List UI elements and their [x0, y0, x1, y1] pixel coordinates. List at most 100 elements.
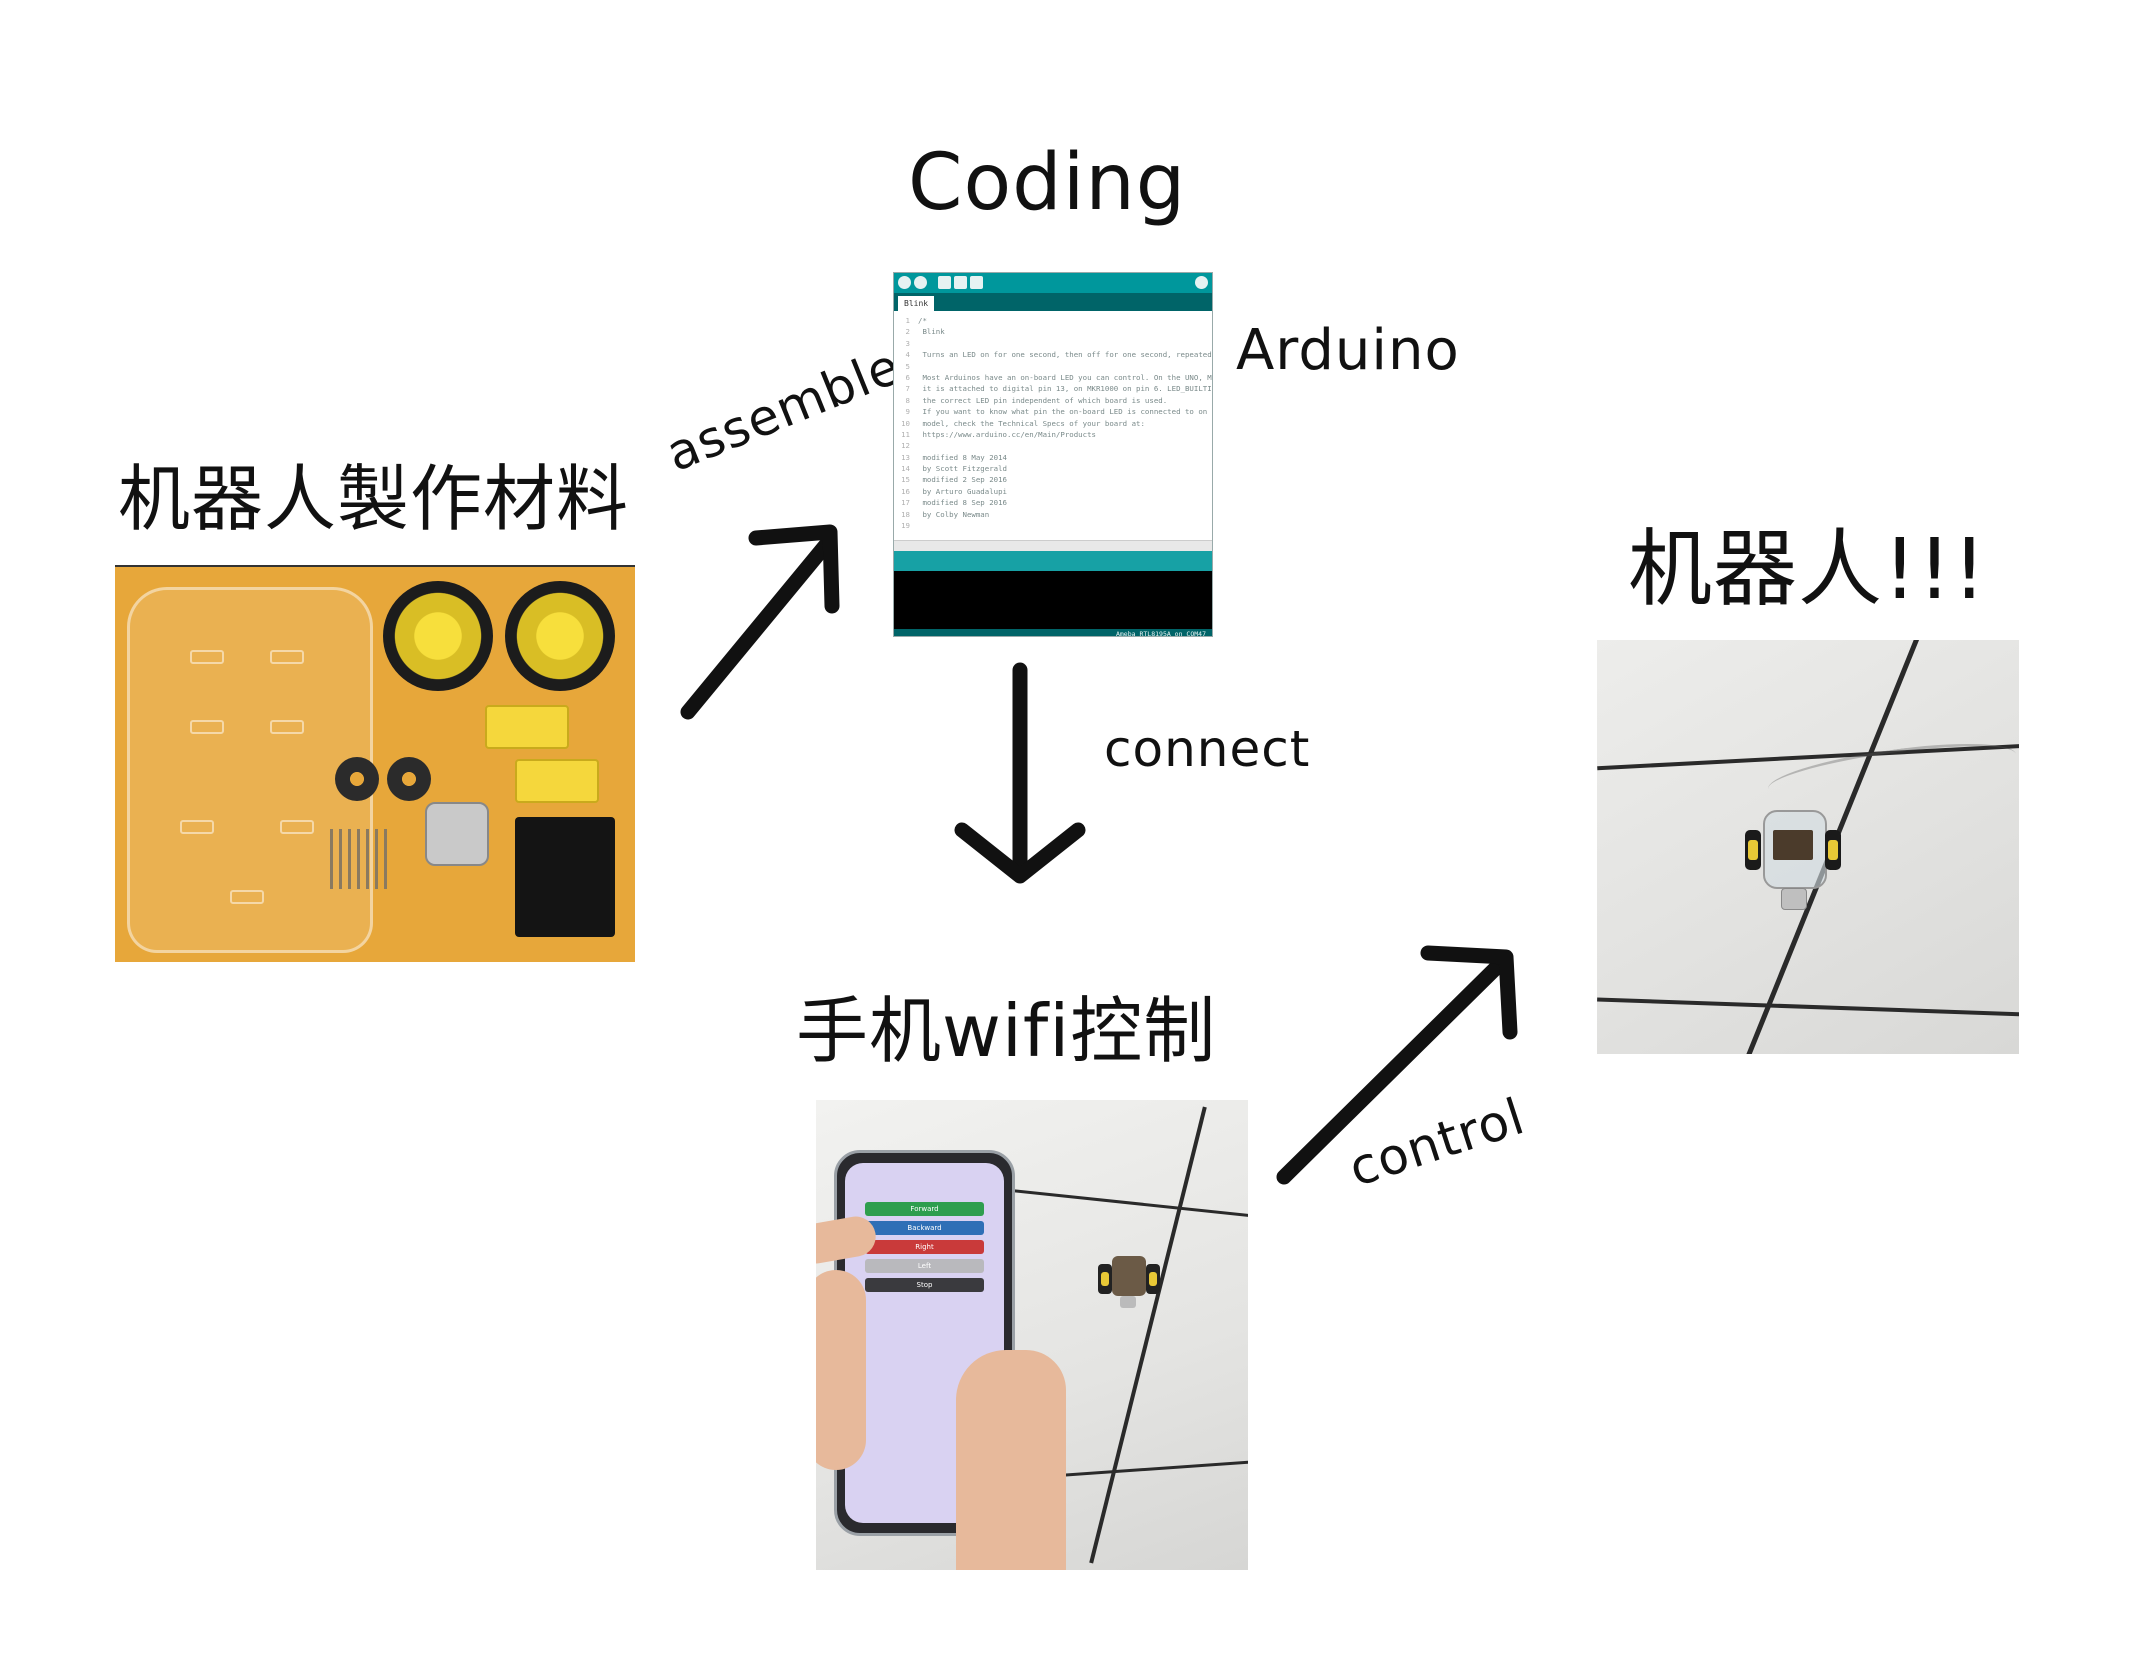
code-text: the correct LED pin independent of which…: [918, 395, 1168, 405]
code-line: 3: [894, 338, 1212, 349]
code-line: 7 it is attached to digital pin 13, on M…: [894, 383, 1212, 394]
control-button-left[interactable]: Left: [865, 1259, 984, 1273]
line-number: 17: [901, 498, 910, 508]
connect-arrow: [954, 662, 1086, 884]
save-icon[interactable]: [970, 276, 983, 289]
code-text: Blink: [918, 327, 945, 337]
code-text: model, check the Technical Specs of your…: [918, 418, 1145, 428]
coding-label: Coding: [908, 138, 1187, 228]
phone-app-bar: [845, 1183, 1004, 1197]
phone-control-label: 手机wifi控制: [796, 989, 1217, 1073]
code-text: modified 8 May 2014: [918, 452, 1007, 462]
code-text: it is attached to digital pin 13, on MKR…: [922, 384, 1212, 394]
line-number: 2: [905, 327, 910, 337]
connect-label: connect: [1104, 720, 1311, 778]
code-line: 18 by Colby Newman: [894, 509, 1212, 520]
line-number: 19: [901, 521, 910, 531]
code-line: 15 modified 2 Sep 2016: [894, 474, 1212, 485]
code-line: 5: [894, 361, 1212, 372]
right-hand: [956, 1350, 1066, 1570]
control-arrow: [1276, 945, 1518, 1185]
arduino-label: Arduino: [1236, 318, 1460, 383]
code-line: 9 If you want to know what pin the on-bo…: [894, 406, 1212, 417]
line-number: 6: [905, 372, 910, 382]
code-line: 11 https://www.arduino.cc/en/Main/Produc…: [894, 429, 1212, 440]
line-number: 4: [905, 350, 910, 360]
code-line: 14 by Scott Fitzgerald: [894, 463, 1212, 474]
robot-caster: [1781, 888, 1807, 910]
acrylic-chassis-plate: [127, 587, 373, 953]
line-number: 10: [901, 418, 910, 428]
line-number: 14: [901, 464, 910, 474]
code-text: Turns an LED on for one second, then off…: [918, 350, 1212, 360]
line-number: 7: [905, 384, 910, 394]
ide-tab-bar: Blink: [894, 293, 1212, 311]
control-button-backward[interactable]: Backward: [865, 1221, 984, 1235]
left-hand: [816, 1270, 866, 1470]
gear-motor-2: [515, 759, 599, 803]
control-button-forward[interactable]: Forward: [865, 1202, 984, 1216]
battery-holder: [515, 817, 615, 937]
assembled-robot-car: [1745, 800, 1841, 910]
ide-toolbar: [894, 273, 1212, 293]
line-number: 11: [901, 429, 910, 439]
line-number: 15: [901, 475, 910, 485]
control-button-stop[interactable]: Stop: [865, 1278, 984, 1292]
line-number: 5: [905, 361, 910, 371]
code-line: 12: [894, 440, 1212, 451]
line-number: 18: [901, 509, 910, 519]
code-line: 17 modified 8 Sep 2016: [894, 497, 1212, 508]
wheel-right: [505, 581, 615, 691]
serial-monitor-icon[interactable]: [1195, 276, 1208, 289]
code-line: 6 Most Arduinos have an on-board LED you…: [894, 372, 1212, 383]
robot-car-small: [1094, 1250, 1164, 1310]
code-line: 13 modified 8 May 2014: [894, 452, 1212, 463]
ide-horizontal-scrollbar[interactable]: [894, 540, 1212, 551]
code-text: by Scott Fitzgerald: [918, 464, 1007, 474]
code-text: https://www.arduino.cc/en/Main/Products: [918, 429, 1096, 439]
code-text: If you want to know what pin the on-boar…: [922, 407, 1212, 417]
robot-photo: [1597, 640, 2019, 1054]
gear-motor-1: [485, 705, 569, 749]
verify-icon[interactable]: [898, 276, 911, 289]
upload-icon[interactable]: [914, 276, 927, 289]
control-button-right[interactable]: Right: [865, 1240, 984, 1254]
code-text: modified 8 Sep 2016: [918, 498, 1007, 508]
ide-board-info: Ameba RTL8195A on COM47: [894, 629, 1212, 636]
line-number: 13: [901, 452, 910, 462]
code-text: by Arturo Guadalupi: [918, 486, 1007, 496]
code-line: 4 Turns an LED on for one second, then o…: [894, 349, 1212, 360]
code-line: 16 by Arturo Guadalupi: [894, 486, 1212, 497]
code-line: 19: [894, 520, 1212, 531]
code-line: 1/*: [894, 315, 1212, 326]
code-line: 10 model, check the Technical Specs of y…: [894, 418, 1212, 429]
assemble-arrow: [680, 524, 840, 720]
materials-label: 机器人製作材料: [118, 457, 630, 541]
code-line: 2 Blink: [894, 326, 1212, 337]
robot-controller-board: [1773, 830, 1813, 860]
parts-photo: [115, 565, 635, 962]
caster-wheel: [425, 802, 489, 866]
ide-console: [894, 571, 1212, 629]
code-line: 8 the correct LED pin independent of whi…: [894, 395, 1212, 406]
code-text: by Colby Newman: [918, 509, 990, 519]
encoder-disc-1: [335, 757, 379, 801]
line-number: 8: [905, 395, 910, 405]
ide-sketch-tab[interactable]: Blink: [898, 296, 935, 311]
code-text: /*: [918, 316, 927, 325]
encoder-disc-2: [387, 757, 431, 801]
floor-scuff-marks: [1765, 732, 2019, 811]
line-number: 16: [901, 486, 910, 496]
code-text: modified 2 Sep 2016: [918, 475, 1007, 485]
ide-status-bar: [894, 551, 1212, 571]
screws-and-standoffs: [330, 829, 390, 889]
line-number: 9: [905, 407, 910, 417]
line-number: 3: [905, 338, 910, 348]
new-icon[interactable]: [938, 276, 951, 289]
line-number: 12: [901, 441, 910, 451]
open-icon[interactable]: [954, 276, 967, 289]
